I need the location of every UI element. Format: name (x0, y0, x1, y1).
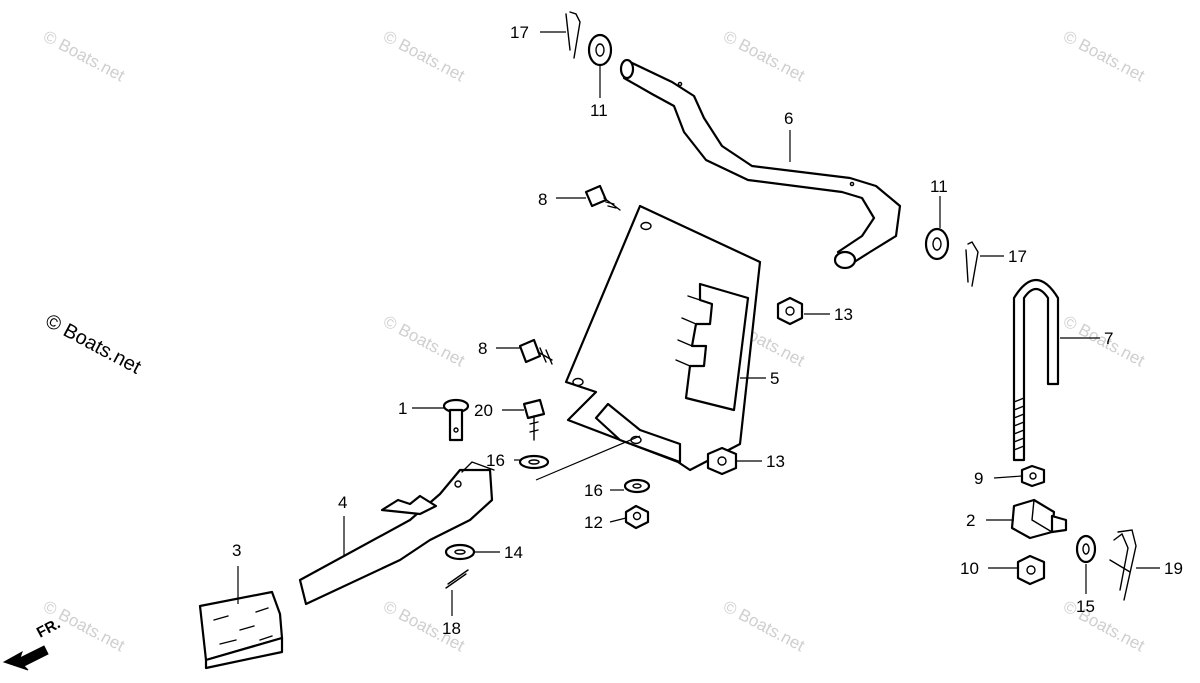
callout-13: 13 (766, 452, 785, 471)
callout-17: 17 (510, 23, 529, 42)
watermark-dark: © Boats.net (42, 310, 145, 379)
callout-19: 19 (1164, 559, 1183, 578)
watermark: © Boats.net (1060, 27, 1148, 86)
callout-15: 15 (1076, 597, 1095, 616)
callout-8: 8 (538, 190, 547, 209)
callout-11: 11 (590, 101, 608, 120)
callout-14: 14 (504, 543, 523, 562)
callout-17: 17 (1008, 247, 1027, 266)
leader-lines (237, 31, 1160, 616)
callout-20: 20 (474, 401, 493, 420)
part-2-joint (1010, 498, 1068, 540)
part-4-rail (298, 461, 495, 606)
watermark: © Boats.net (720, 27, 808, 86)
part-3-rubber-grip (198, 590, 284, 670)
watermark: © Boats.net (1060, 597, 1148, 656)
part-5-bracket-plate (564, 204, 762, 472)
callout-10: 10 (960, 559, 979, 578)
callout-11: 11 (930, 177, 948, 196)
watermark: © Boats.net (40, 27, 128, 86)
watermark: © Boats.net (720, 597, 808, 656)
callout-5: 5 (770, 369, 779, 388)
part-6-handle-bar (619, 58, 902, 270)
watermark: © Boats.net (380, 312, 468, 371)
callout-6: 6 (784, 109, 793, 128)
callout-16: 16 (486, 451, 505, 470)
front-direction-marker: FR. (2, 615, 63, 671)
callout-3: 3 (232, 541, 241, 560)
callout-4: 4 (338, 493, 347, 512)
callout-labels: 17 11 6 8 11 17 13 7 8 5 1 20 16 13 9 16… (232, 23, 1183, 638)
watermark: © Boats.net (380, 27, 468, 86)
callout-18: 18 (442, 619, 461, 638)
callout-2: 2 (966, 511, 975, 530)
callout-9: 9 (974, 469, 983, 488)
fasteners (442, 11, 1137, 601)
callout-13: 13 (834, 305, 853, 324)
callout-7: 7 (1104, 329, 1113, 348)
callout-1: 1 (398, 399, 407, 418)
front-arrow-icon (2, 645, 49, 671)
callout-8: 8 (478, 339, 487, 358)
callout-12: 12 (584, 513, 603, 532)
callout-16: 16 (584, 481, 603, 500)
part-7-u-bolt (1012, 279, 1060, 462)
